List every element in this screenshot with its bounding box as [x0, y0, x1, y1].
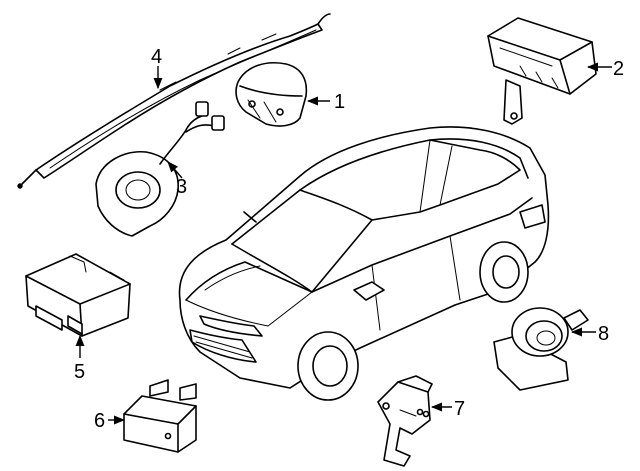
clock-spring — [95, 101, 225, 237]
callout-label: 1 — [334, 91, 345, 113]
callout-2: 2 — [586, 58, 624, 80]
horn-sensor — [493, 307, 589, 391]
callout-3: 3 — [167, 161, 187, 198]
car-illustration — [178, 126, 550, 401]
airbag-control-unit — [25, 253, 131, 337]
callout-label: 4 — [151, 46, 162, 68]
impact-sensor — [377, 375, 433, 467]
callout-label: 7 — [454, 398, 465, 420]
callout-label: 8 — [598, 323, 609, 345]
callout-5: 5 — [74, 334, 85, 383]
callout-label: 3 — [176, 176, 187, 198]
callout-label: 5 — [74, 361, 85, 383]
callout-label: 6 — [94, 410, 105, 432]
callout-label: 2 — [613, 58, 624, 80]
passenger-airbag-module — [487, 17, 597, 125]
callout-4: 4 — [151, 46, 163, 90]
callout-1: 1 — [306, 91, 345, 113]
curtain-airbag — [17, 13, 331, 189]
driver-airbag-module — [235, 62, 308, 127]
callout-8: 8 — [570, 323, 609, 345]
relay-module — [123, 379, 197, 453]
callout-7: 7 — [430, 398, 465, 420]
callout-6: 6 — [94, 410, 126, 432]
